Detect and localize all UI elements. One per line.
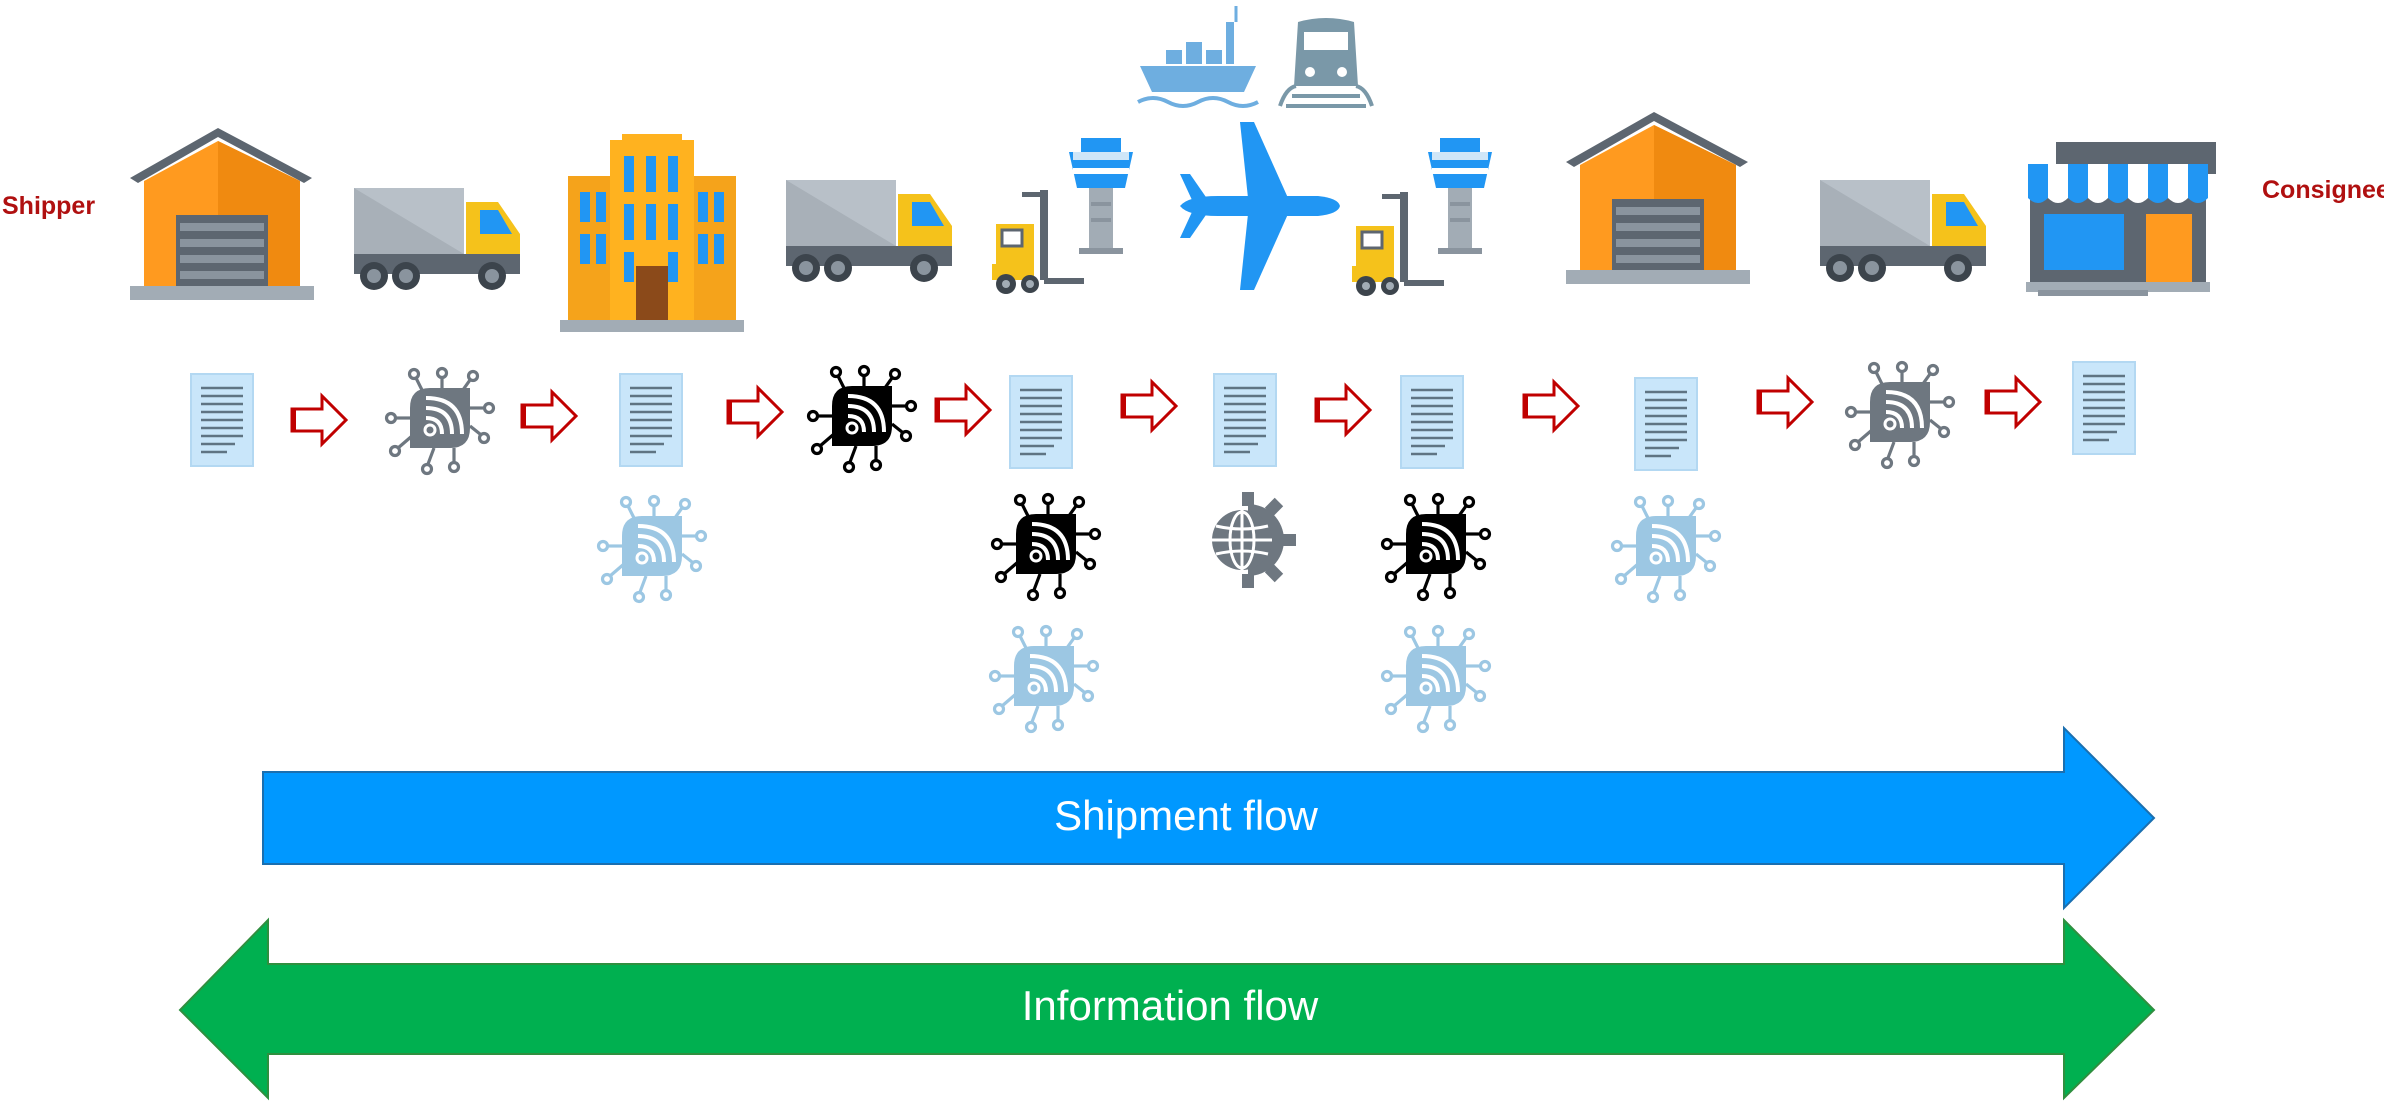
shipment-flow-label: Shipment flow xyxy=(1054,792,1318,839)
forklift-icon xyxy=(990,188,1086,296)
truck-icon xyxy=(354,188,520,290)
iot-chip-icon xyxy=(988,624,1100,734)
process-arrow-icon xyxy=(1756,376,1814,428)
cargo-ship-icon xyxy=(1137,6,1259,108)
document-icon xyxy=(618,372,684,468)
iot-chip-icon xyxy=(1380,624,1492,734)
document-icon xyxy=(2071,360,2137,456)
train-icon xyxy=(1278,18,1374,108)
process-arrow-icon xyxy=(1314,384,1372,436)
iot-chip-icon xyxy=(1610,494,1722,604)
process-arrow-icon xyxy=(290,394,348,446)
warehouse-icon xyxy=(130,128,314,300)
control-tower-icon xyxy=(1069,138,1133,254)
office-building-icon xyxy=(560,134,744,332)
process-arrow-icon xyxy=(726,386,784,438)
control-tower-icon xyxy=(1428,138,1492,254)
process-arrow-icon xyxy=(520,390,578,442)
information-flow-label: Information flow xyxy=(1021,982,1319,1029)
iot-chip-icon xyxy=(384,366,496,476)
document-icon xyxy=(1633,376,1699,472)
iot-chip-icon xyxy=(806,364,918,474)
forklift-icon xyxy=(1350,190,1446,298)
process-arrow-icon xyxy=(934,384,992,436)
shipper-label: Shipper xyxy=(2,192,96,220)
iot-chip-icon xyxy=(1844,360,1956,470)
document-icon xyxy=(1212,372,1278,468)
consignee-label: Consignee xyxy=(2262,176,2384,204)
truck-icon xyxy=(786,180,952,282)
globe-gear-icon xyxy=(1212,492,1296,588)
iot-chip-icon xyxy=(596,494,708,604)
document-icon xyxy=(1008,374,1074,470)
iot-chip-icon xyxy=(1380,492,1492,602)
process-arrow-icon xyxy=(1984,376,2042,428)
process-arrow-icon xyxy=(1120,380,1178,432)
document-icon xyxy=(1399,374,1465,470)
shipment-flow-arrow xyxy=(262,725,2156,911)
iot-chip-icon xyxy=(990,492,1102,602)
document-icon xyxy=(189,372,255,468)
airplane-icon xyxy=(1180,122,1340,290)
store-icon xyxy=(2026,142,2216,296)
truck-icon xyxy=(1820,180,1986,282)
process-arrow-icon xyxy=(1522,380,1580,432)
information-flow-arrow xyxy=(178,917,2156,1101)
warehouse-icon xyxy=(1566,112,1750,284)
